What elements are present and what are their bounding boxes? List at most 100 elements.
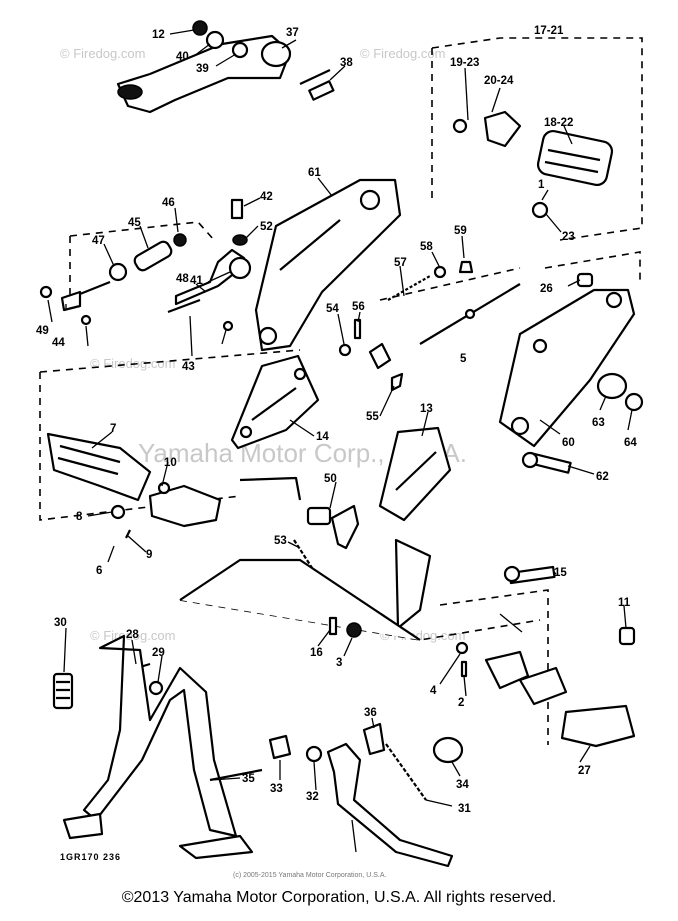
callout-label: 35 (242, 773, 255, 785)
callout-label: 49 (36, 325, 49, 337)
callout-label: 4 (430, 685, 437, 697)
outline-left-step-top (39, 349, 301, 373)
callout-label: 40 (176, 51, 189, 63)
callout-label: 28 (126, 629, 139, 641)
callout-label: 50 (324, 473, 337, 485)
callout-label: 56 (352, 301, 365, 313)
spring-rod-parts-54-59 (338, 260, 521, 392)
outline-right-bracket (544, 251, 641, 280)
callout-label: 37 (286, 27, 299, 39)
callout-label: 6 (96, 565, 102, 577)
pin-parts-8-9 (110, 504, 131, 539)
spring-part-30 (52, 672, 74, 710)
callout-label: 19-23 (450, 57, 479, 69)
callout-label: 48 (176, 273, 189, 285)
callout-label: 47 (92, 235, 105, 247)
side-stand-part-31 (326, 742, 454, 868)
callout-label: 27 (578, 765, 591, 777)
callout-labels: 12 40 39 37 38 17-21 19-23 20-24 18-22 1… (36, 25, 637, 815)
callout-label: 55 (366, 411, 379, 423)
cap-part-36 (432, 736, 464, 764)
exploded-parts-diagram: © Firedog.com © Firedog.com © Firedog.co… (36, 20, 644, 868)
outline-left-step (39, 372, 241, 521)
pin-parts-3-4 (455, 641, 469, 678)
nut-part-26 (576, 272, 594, 288)
callout-label: 52 (260, 221, 273, 233)
callout-label: 43 (182, 361, 195, 373)
callout-label: 26 (540, 283, 553, 295)
brake-linkage-parts-41-49 (39, 233, 252, 332)
callout-label: 29 (152, 647, 165, 659)
callout-label: 42 (260, 191, 273, 203)
callout-label: 46 (162, 197, 175, 209)
callout-label: 13 (420, 403, 433, 415)
diagram-reference-code: 1GR170 236 (60, 852, 122, 862)
washer-parts-12-40-39 (192, 20, 249, 59)
callout-label: 18-22 (544, 117, 573, 129)
bolt-part-11 (618, 626, 636, 646)
bolt-parts-35-33 (268, 734, 323, 763)
callout-label: 33 (270, 783, 283, 795)
outline-footrest-assembly (431, 37, 643, 241)
callout-label: 45 (128, 217, 141, 229)
callout-label: 12 (152, 29, 165, 41)
callout-label: 64 (624, 437, 637, 449)
bolt-parts-28-29 (129, 662, 164, 696)
callout-label: 2 (458, 697, 464, 709)
spring-parts-32-34 (362, 722, 427, 801)
footrest-bracket-part-10 (148, 481, 222, 528)
callout-label: 32 (306, 791, 319, 803)
heel-plate-part-14 (230, 354, 320, 450)
callout-label: 59 (454, 225, 467, 237)
callout-label: 57 (394, 257, 407, 269)
callout-label: 34 (456, 779, 469, 791)
callout-label: 53 (274, 535, 287, 547)
bushing-parts-63-64 (596, 372, 644, 412)
callout-label: 44 (52, 337, 65, 349)
bolt-part-15 (503, 565, 556, 585)
callout-label: 14 (316, 431, 329, 443)
frame-link (179, 476, 432, 641)
nut-part-52 (232, 234, 248, 246)
heel-plate-part-13 (378, 426, 452, 522)
footrest-part-7 (46, 432, 152, 502)
bolt-part-62 (521, 451, 572, 474)
footrest-part-2 (484, 650, 636, 748)
spring-parts-50-53 (293, 504, 360, 575)
footrest-bracket-part-60 (498, 288, 636, 448)
copyright-notice: ©2013 Yamaha Motor Corporation, U.S.A. A… (121, 889, 557, 906)
outline-rod (379, 267, 521, 301)
brake-pedal-part-37 (116, 34, 292, 114)
callout-label: 23 (562, 231, 575, 243)
main-stand-part-27 (62, 634, 263, 860)
callout-label: 1 (538, 179, 545, 191)
callout-label: 3 (336, 657, 342, 669)
callout-label: 5 (460, 353, 467, 365)
bolt-part-38 (299, 69, 335, 101)
callout-label: 36 (364, 707, 377, 719)
footrest-assembly-17-21 (452, 110, 614, 219)
footrest-bracket-part-61 (254, 178, 402, 352)
callout-label: 38 (340, 57, 353, 69)
callout-label: 41 (190, 275, 203, 287)
callout-label: 63 (592, 417, 605, 429)
callout-label: 17-21 (534, 25, 564, 37)
leader-lines (47, 29, 633, 853)
watermark-firedog: © Firedog.com (360, 46, 445, 61)
bolt-nut-parts-16-12 (328, 616, 362, 638)
callout-label: 54 (326, 303, 339, 315)
callout-label: 15 (554, 567, 567, 579)
callout-label: 30 (54, 617, 67, 629)
watermark-firedog: © Firedog.com (90, 628, 175, 643)
callout-label: 31 (458, 803, 471, 815)
callout-label: 39 (196, 63, 209, 75)
callout-label: 61 (308, 167, 321, 179)
callout-label: 62 (596, 471, 609, 483)
callout-label: 16 (310, 647, 323, 659)
callout-label: 60 (562, 437, 575, 449)
callout-label: 58 (420, 241, 433, 253)
watermark-firedog: © Firedog.com (60, 46, 145, 61)
callout-label: 10 (164, 457, 177, 469)
callout-label: 8 (76, 511, 83, 523)
